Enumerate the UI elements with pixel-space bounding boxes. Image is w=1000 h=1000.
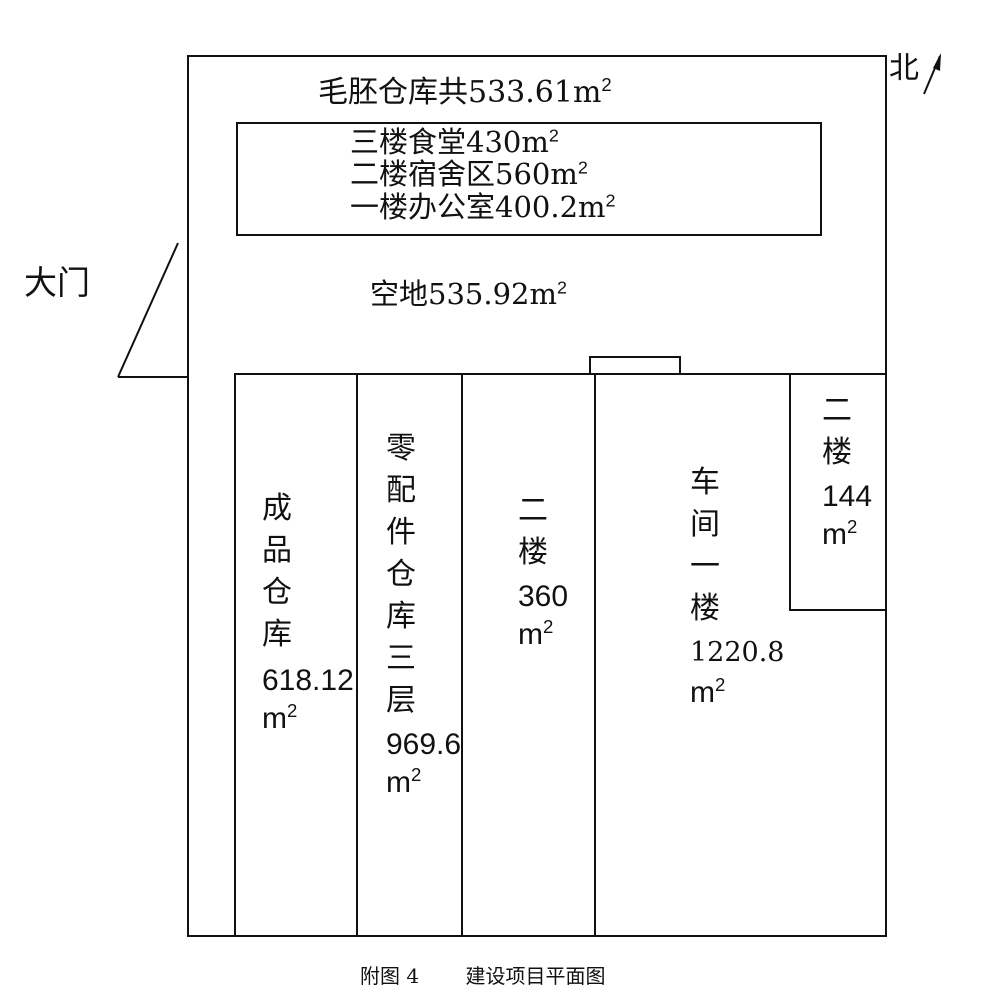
second-floor-144-label: 二 楼 144 m2 [822, 393, 873, 551]
office-building-outline [236, 122, 822, 236]
dormitory-label: 二楼宿舍区560m2 [350, 157, 588, 191]
office-label: 一楼办公室400.2m2 [350, 190, 616, 224]
figure-caption: 附图 4 建设项目平面图 [360, 964, 606, 988]
parts-warehouse-label: 零 配 件 仓 库 三 层 969.6 m2 [386, 431, 462, 799]
second-floor-360-label: 二 楼 360 m2 [518, 493, 569, 651]
canteen-label: 三楼食堂430m2 [350, 125, 559, 159]
entrance-canopy [589, 356, 681, 374]
second-floor-room-outline [789, 374, 886, 611]
open-space-label: 空地535.92m2 [370, 277, 567, 311]
workshop-first-floor-label: 车 间 一 楼 1220.8 m2 [690, 465, 785, 709]
workshop-block-outline [234, 373, 887, 937]
gate-swing-line [117, 242, 179, 378]
finished-goods-warehouse-label: 成 品 仓 库 618.12 m2 [262, 491, 354, 735]
gate-label: 大门 [24, 263, 90, 302]
north-label: 北 [889, 51, 919, 86]
blank-warehouse-label: 毛胚仓库共533.61m2 [318, 74, 612, 110]
north-arrow-icon [923, 53, 941, 95]
